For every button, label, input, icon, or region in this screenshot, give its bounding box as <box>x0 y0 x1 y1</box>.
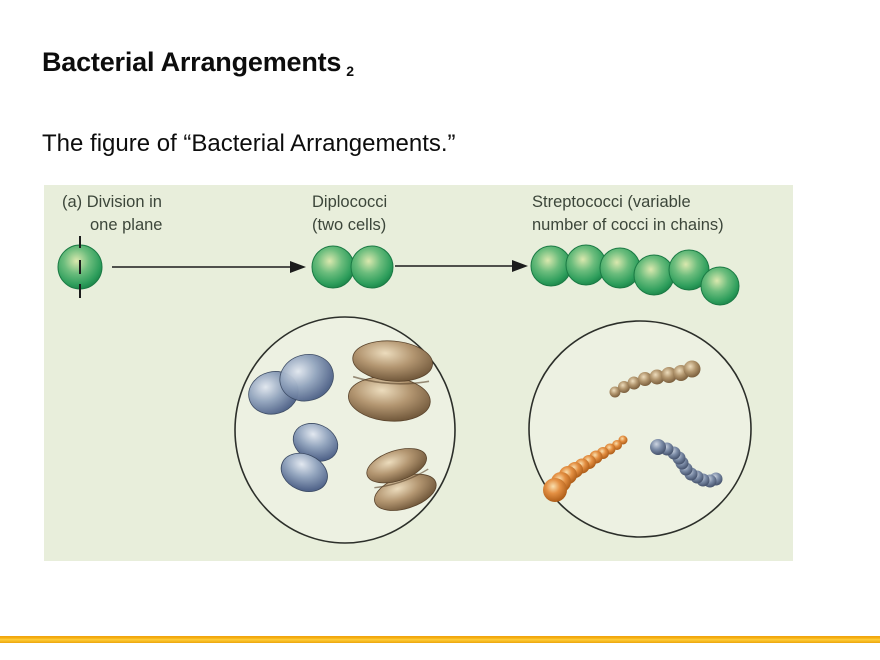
label-diplococci-line1: Diplococci <box>312 193 388 211</box>
streptococci-micrograph-circle <box>528 320 752 538</box>
label-streptococci-line1: Streptococci (variable <box>532 193 691 211</box>
diplococci-green-pair <box>311 245 394 289</box>
figure-artwork <box>57 236 752 544</box>
slide-body-text: The figure of “Bacterial Arrangements.” <box>42 130 456 157</box>
label-division-line1: (a) Division in <box>62 193 162 211</box>
label-streptococci: Streptococci (variable number of cocci i… <box>532 191 724 237</box>
bottom-accent-bar <box>0 636 880 643</box>
label-diplococci: Diplococci (two cells) <box>312 191 387 237</box>
slide-title-text: Bacterial Arrangements <box>42 47 342 77</box>
tan-coccus-chain <box>609 360 701 398</box>
brown-diplococcus-pair-upper <box>348 340 433 422</box>
arrow-to-diplococci <box>112 261 306 273</box>
label-streptococci-line2: number of cocci in chains) <box>532 216 724 234</box>
label-diplococci-line2: (two cells) <box>312 216 387 234</box>
brown-diplococcus-pair-lower <box>366 448 437 511</box>
streptococci-green-chain <box>530 244 740 306</box>
label-division-line2: one plane <box>90 216 163 234</box>
slate-coccus-chain <box>650 439 723 488</box>
blue-diplococcus-pair-lower <box>280 423 339 492</box>
label-division-in-one-plane: (a) Division in one plane <box>62 191 163 237</box>
slide-title-suffix: 2 <box>346 63 354 79</box>
single-coccus-division-plane <box>57 236 103 298</box>
bacterial-arrangements-figure: (a) Division in one plane Diplococci (tw… <box>44 185 793 561</box>
orange-coccus-chain <box>543 435 628 502</box>
diplococci-micrograph-circle <box>234 316 456 544</box>
arrow-to-streptococci <box>395 260 528 272</box>
blue-diplococcus-pair-upper <box>248 354 334 415</box>
